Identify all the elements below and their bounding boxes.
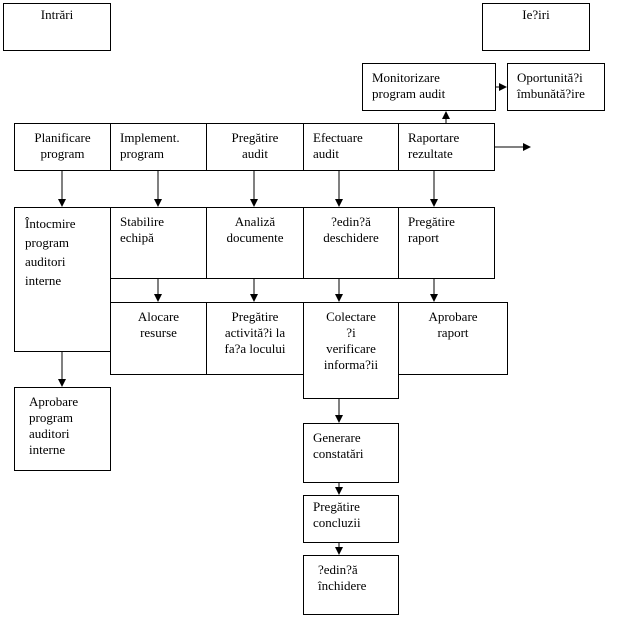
node-colectare-label: Colectare ?i verificare informa?ii <box>323 309 379 372</box>
node-iesiri-label: Ie?iri <box>522 7 550 22</box>
node-intrari-label: Intrări <box>40 7 74 22</box>
node-generare-label: Generare constatări <box>313 430 364 461</box>
node-oportunitati: Oportunită?i îmbunătă?ire <box>507 63 605 111</box>
node-pregatire-audit-label: Pregătire audit <box>231 130 279 161</box>
node-planificare: Planificare program <box>14 123 111 171</box>
node-alocare-label: Alocare resurse <box>137 309 180 340</box>
node-stabilire: Stabilire echipă <box>110 207 207 279</box>
node-efectuare: Efectuare audit <box>303 123 399 171</box>
node-pregatire-raport-label: Pregătire raport <box>408 214 455 245</box>
node-sedinta-inchidere: ?edin?ă închidere <box>303 555 399 615</box>
node-aprobare-program-label: Aprobare program auditori interne <box>29 394 79 457</box>
node-aprobare-program: Aprobare program auditori interne <box>14 387 111 471</box>
node-stabilire-label: Stabilire echipă <box>120 214 165 245</box>
node-concluzii: Pregătire concluzii <box>303 495 399 543</box>
node-oportunitati-label: Oportunită?i îmbunătă?ire <box>517 70 585 101</box>
node-aprobare-raport: Aprobare raport <box>398 302 508 375</box>
node-generare: Generare constatări <box>303 423 399 483</box>
node-intocmire: Întocmire program auditori interne <box>14 207 111 352</box>
node-raportare: Raportare rezultate <box>398 123 495 171</box>
node-efectuare-label: Efectuare audit <box>313 130 363 161</box>
node-intrari: Intrări <box>3 3 111 51</box>
node-pregatire-activitati: Pregătire activită?i la fa?a locului <box>206 302 304 375</box>
node-implement-label: Implement. program <box>120 130 180 161</box>
node-intocmire-label: Întocmire program auditori interne <box>25 216 76 288</box>
node-planificare-label: Planificare program <box>34 130 91 161</box>
node-pregatire-audit: Pregătire audit <box>206 123 304 171</box>
node-sedinta-deschidere: ?edin?ă deschidere <box>303 207 399 279</box>
node-monitorizare-label: Monitorizare program audit <box>372 70 446 101</box>
node-monitorizare: Monitorizare program audit <box>362 63 496 111</box>
node-concluzii-label: Pregătire concluzii <box>313 499 361 530</box>
node-pregatire-raport: Pregătire raport <box>398 207 495 279</box>
node-implement: Implement. program <box>110 123 207 171</box>
node-iesiri: Ie?iri <box>482 3 590 51</box>
node-sedinta-inchidere-label: ?edin?ă închidere <box>318 562 367 593</box>
node-analiza: Analiză documente <box>206 207 304 279</box>
node-aprobare-raport-label: Aprobare raport <box>428 309 478 340</box>
node-raportare-label: Raportare rezultate <box>408 130 460 161</box>
node-sedinta-deschidere-label: ?edin?ă deschidere <box>323 214 379 245</box>
node-analiza-label: Analiză documente <box>226 214 284 245</box>
node-pregatire-activitati-label: Pregătire activită?i la fa?a locului <box>224 309 286 356</box>
node-alocare: Alocare resurse <box>110 302 207 375</box>
